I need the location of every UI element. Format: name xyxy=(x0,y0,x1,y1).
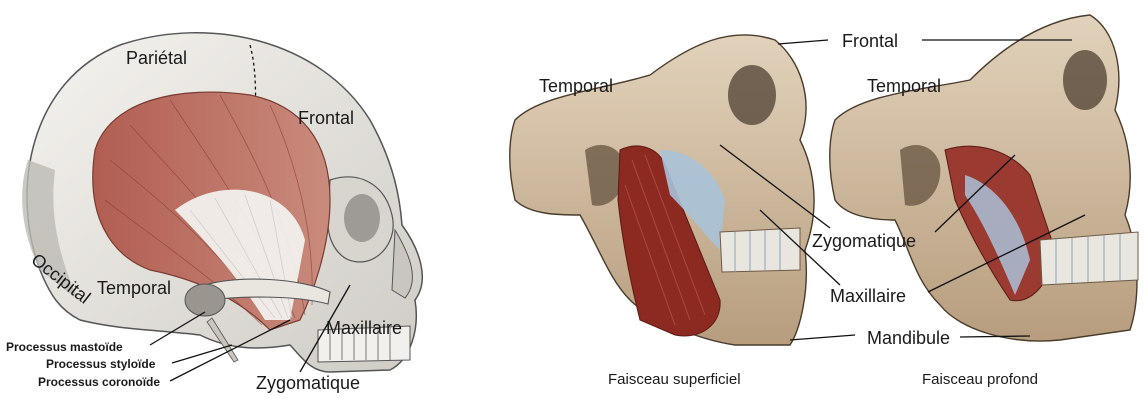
label-parietal: Pariétal xyxy=(126,48,187,68)
label-processus-coronoide: Processus coronoïde xyxy=(38,375,160,389)
label-processus-mastoide: Processus mastoïde xyxy=(6,340,123,354)
label-maxillaire-left: Maxillaire xyxy=(326,318,402,338)
caption-faisceau-superficiel: Faisceau superficiel xyxy=(608,371,741,388)
label-processus-styloide: Processus styloïde xyxy=(46,357,156,371)
caption-faisceau-profond: Faisceau profond xyxy=(922,371,1038,388)
label-mandibule: Mandibule xyxy=(867,328,950,348)
label-frontal-left: Frontal xyxy=(298,108,354,128)
label-frontal-right: Frontal xyxy=(842,31,898,51)
label-zygomatique-right: Zygomatique xyxy=(812,231,916,251)
label-temporal-left: Temporal xyxy=(97,278,171,298)
label-maxillaire-right: Maxillaire xyxy=(830,286,906,306)
label-zygomatique-left: Zygomatique xyxy=(256,373,360,393)
label-temporal-superficiel: Temporal xyxy=(539,76,613,96)
label-temporal-profond: Temporal xyxy=(867,76,941,96)
